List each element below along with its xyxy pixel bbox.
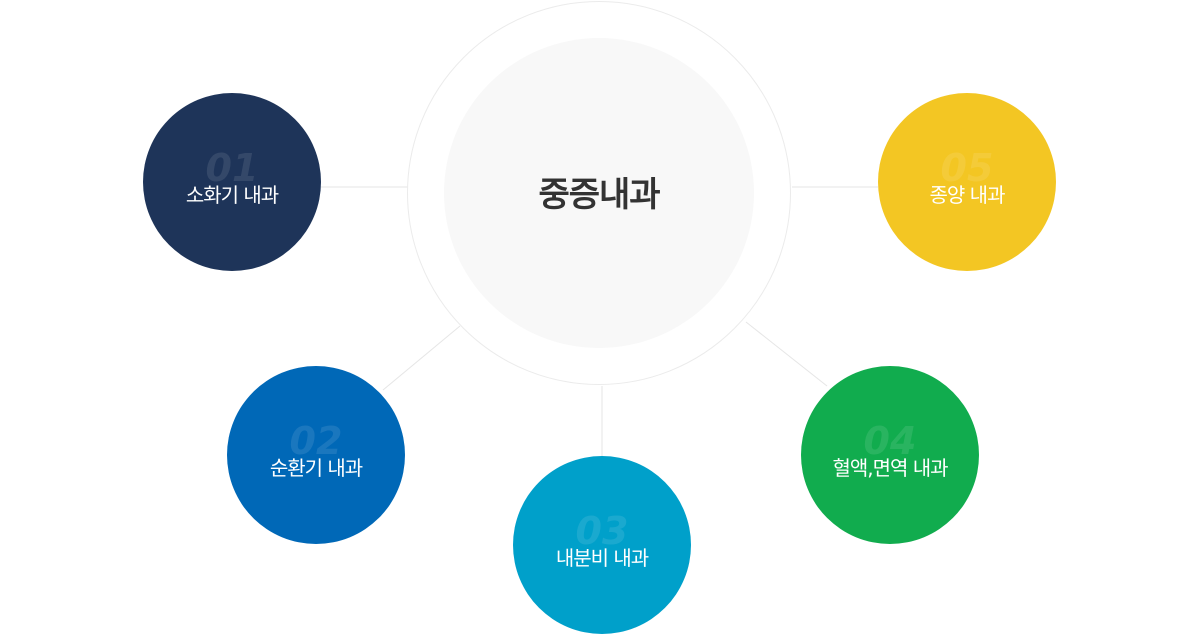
department-label: 종양 내과	[929, 183, 1006, 207]
department-circle-02[interactable]: 02 순환기 내과	[227, 366, 405, 544]
department-number: 03	[575, 509, 629, 553]
connector-02	[382, 325, 461, 391]
hub-circle: 중증내과	[444, 38, 754, 348]
department-number: 01	[205, 146, 259, 190]
department-label: 순환기 내과	[269, 456, 363, 480]
connector-04	[745, 321, 828, 387]
department-number: 04	[863, 419, 917, 463]
department-circle-04[interactable]: 04 혈액,면역 내과	[801, 366, 979, 544]
department-label: 내분비 내과	[555, 546, 649, 570]
department-number: 05	[940, 146, 994, 190]
hub-title: 중증내과	[538, 174, 660, 215]
department-circle-03[interactable]: 03 내분비 내과	[513, 456, 691, 634]
department-circle-05[interactable]: 05 종양 내과	[878, 93, 1056, 271]
department-label: 혈액,면역 내과	[832, 456, 948, 480]
department-label: 소화기 내과	[185, 183, 279, 207]
department-circle-01[interactable]: 01 소화기 내과	[143, 93, 321, 271]
department-number: 02	[289, 419, 343, 463]
